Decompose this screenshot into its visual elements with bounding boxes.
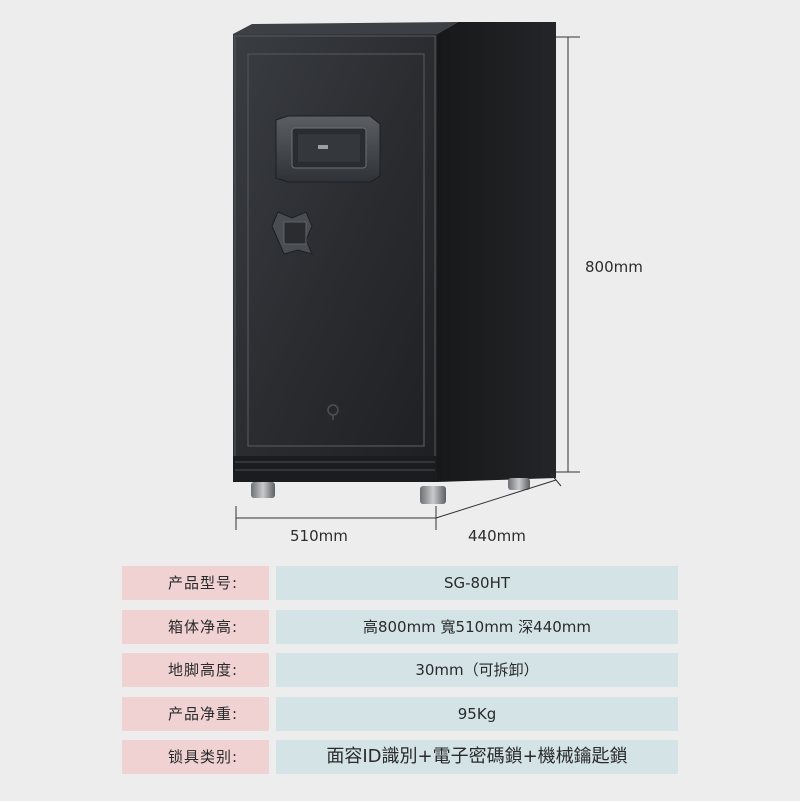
safe-illustration <box>233 22 580 530</box>
spec-label: 地脚高度: <box>122 653 269 687</box>
key-lock-icon[interactable] <box>327 404 339 420</box>
depth-label: 440mm <box>468 527 526 545</box>
safe-feet <box>251 478 530 504</box>
safe-top-edge <box>233 22 458 34</box>
safe-door <box>233 34 437 482</box>
height-dimension-line <box>556 36 580 473</box>
spec-value: 高800mm 寬510mm 深440mm <box>276 610 678 644</box>
safe-door-frame <box>247 53 425 447</box>
width-label: 510mm <box>290 527 348 545</box>
keypad-dial[interactable] <box>271 211 313 255</box>
depth-dimension-line <box>435 473 562 519</box>
spec-value: 95Kg <box>276 697 678 731</box>
spec-row-weight: 产品净重: 95Kg <box>122 697 678 731</box>
spec-label: 产品型号: <box>122 566 269 600</box>
safe-base-band <box>233 456 437 482</box>
spec-row-size: 箱体净高: 高800mm 寬510mm 深440mm <box>122 610 678 644</box>
spec-value: SG-80HT <box>276 566 678 600</box>
spec-row-foot-height: 地脚高度: 30mm（可拆卸） <box>122 653 678 687</box>
spec-value: 面容ID識別+電子密碼鎖+機械鑰匙鎖 <box>276 740 678 774</box>
spec-value: 30mm（可拆卸） <box>276 653 678 687</box>
face-recognition-panel[interactable] <box>275 115 381 183</box>
spec-label: 箱体净高: <box>122 610 269 644</box>
spec-row-lock-type: 锁具类别: 面容ID識別+電子密碼鎖+機械鑰匙鎖 <box>122 740 678 774</box>
height-label: 800mm <box>585 258 643 276</box>
safe-side-panel <box>437 22 556 482</box>
spec-row-model: 产品型号: SG-80HT <box>122 566 678 600</box>
spec-label: 产品净重: <box>122 697 269 731</box>
spec-label: 锁具类别: <box>122 740 269 774</box>
